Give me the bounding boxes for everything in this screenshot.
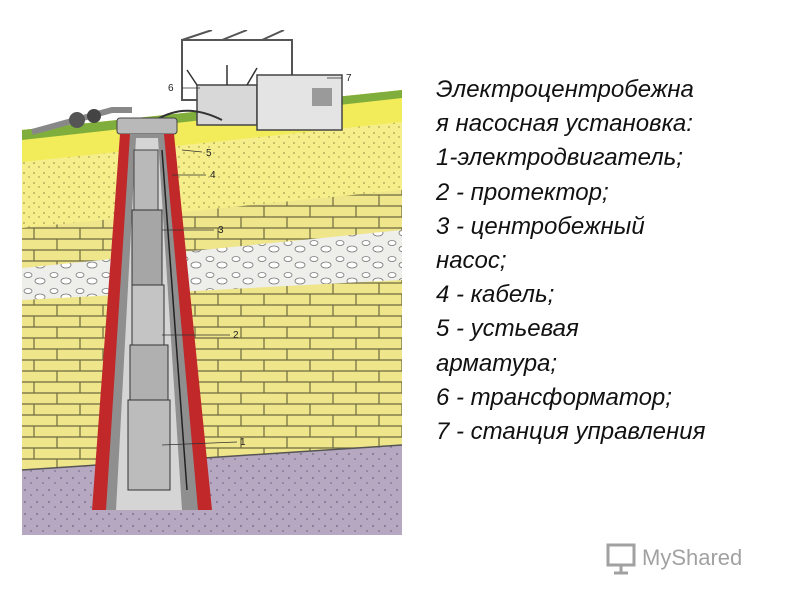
caption-line: 3 - центробежный [436,212,645,240]
callout-1: 1 [240,437,246,448]
diagram-caption: Электроцентробежна я насосная установка: 1… [436,73,786,449]
callout-4: 4 [210,170,216,181]
caption-line: арматура; [436,349,558,377]
wellhead-armature [31,107,178,135]
ground-layers [22,90,402,535]
caption-line: 7 - станция управления [436,418,706,446]
callout-3: 3 [218,225,224,236]
caption-line: я насосная установка: [436,110,693,138]
downhole-pump-string [127,149,188,491]
surface-equipment [151,30,343,131]
caption-line: 2 - протектор; [436,178,609,206]
callout-2: 2 [233,330,239,341]
caption-line: насос; [436,247,507,275]
callout-6: 6 [168,83,174,94]
projector-board-icon [606,543,636,575]
callout-5: 5 [206,148,212,159]
callout-labels: 1 2 3 4 5 6 7 [161,73,352,448]
caption-line: 1-электродвигатель; [436,144,683,172]
caption-line: 4 - кабель; [436,281,555,309]
caption-line: 6 - трансформатор; [436,383,672,411]
callout-7: 7 [346,73,352,84]
caption-line: Электроцентробежна [436,76,694,103]
caption-line: 5 - устьевая [436,315,579,343]
esp-installation-diagram: 1 2 3 4 5 6 7 [22,30,402,535]
watermark-text: MyShared [642,545,742,570]
myshared-watermark: MyShared [606,543,742,575]
